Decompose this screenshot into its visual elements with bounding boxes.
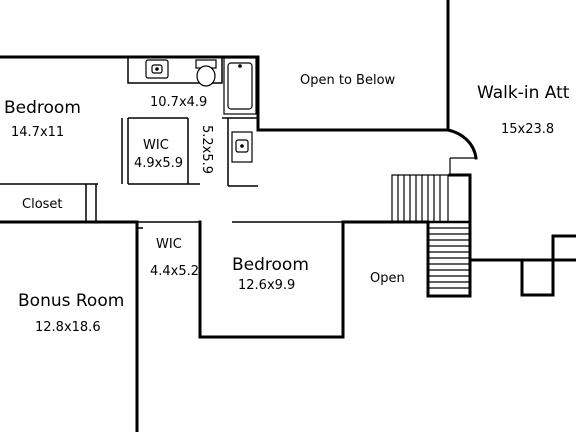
stairs (391, 174, 472, 298)
attic-size: 15x23.8 (501, 122, 554, 137)
wic-upper-size: 4.9x5.9 (134, 156, 183, 171)
open-label: Open (370, 271, 405, 286)
wic-lower-name: WIC (156, 237, 182, 252)
closet-name: Closet (22, 197, 63, 212)
wic-upper-name: WIC (143, 138, 169, 153)
bedroom-left-name: Bedroom (4, 98, 81, 118)
wic-lower-size: 4.4x5.2 (150, 264, 199, 279)
bedroom-left-size: 14.7x11 (11, 125, 64, 140)
interior-walls (0, 57, 343, 243)
attic-name: Walk-in Att (477, 83, 570, 103)
attic-door (449, 157, 476, 175)
bedroom-mid-size: 12.6x9.9 (238, 278, 295, 293)
bonus-room-name: Bonus Room (18, 291, 124, 311)
wic-side-size: 5.2x5.9 (199, 125, 214, 174)
bedroom-mid-name: Bedroom (232, 255, 309, 275)
bath-size: 10.7x4.9 (150, 95, 207, 110)
bath-fixtures (145, 57, 257, 163)
bonus-room-size: 12.8x18.6 (35, 320, 101, 335)
open-to-below-label: Open to Below (300, 73, 396, 88)
